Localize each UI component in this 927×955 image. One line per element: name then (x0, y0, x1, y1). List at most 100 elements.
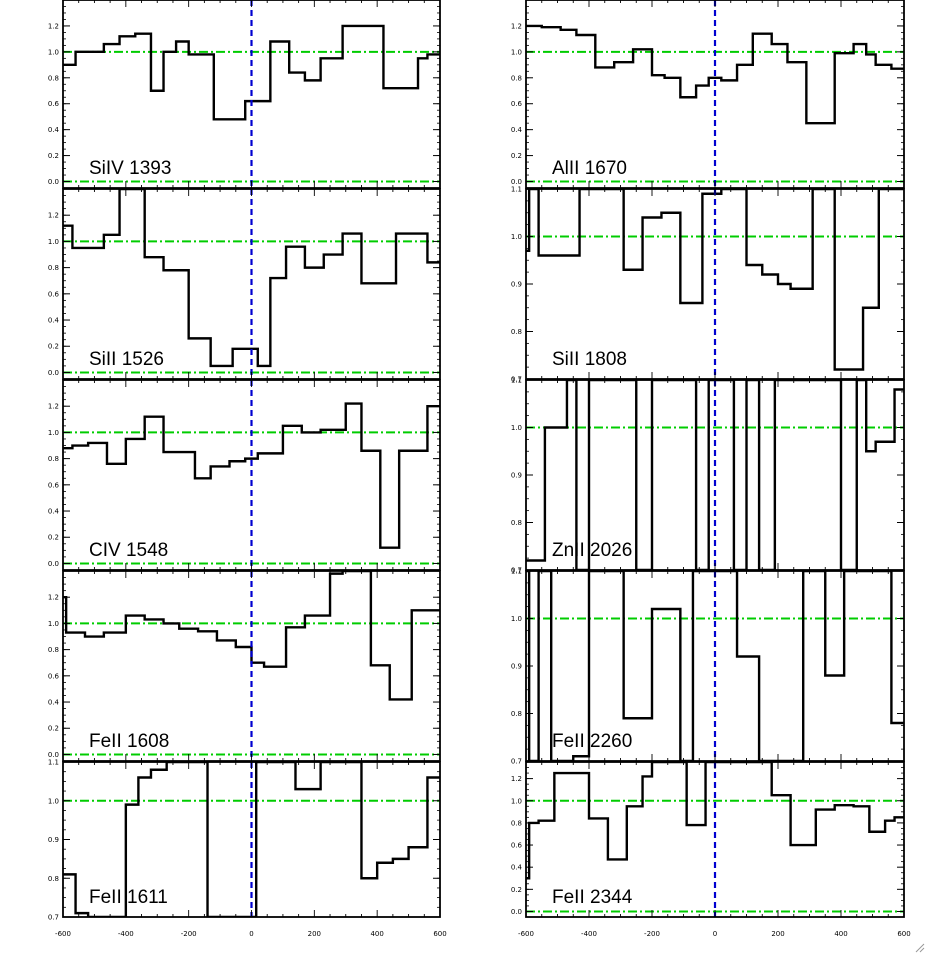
y-tick-label: 0.6 (48, 481, 60, 489)
y-tick-label: 0.2 (48, 725, 59, 733)
flux-step-line (526, 380, 904, 570)
flux-step-line (526, 762, 904, 880)
x-tick-label: 0 (713, 930, 717, 938)
x-tick-label: -600 (518, 930, 534, 938)
resize-grip-icon[interactable] (913, 941, 925, 953)
panel-label: SiII 1526 (89, 349, 164, 370)
y-tick-label: 1.0 (48, 429, 59, 437)
flux-step-line (526, 571, 904, 761)
x-tick-label: 400 (834, 930, 847, 938)
x-tick-label: 600 (897, 930, 910, 938)
x-tick-label: -400 (581, 930, 597, 938)
y-tick-label: 0.0 (48, 369, 59, 377)
y-tick-label: 0.6 (511, 100, 523, 108)
y-tick-label: 0.8 (511, 74, 522, 82)
panel-label: ZnII 2026 (552, 540, 632, 561)
y-tick-label: 1.0 (511, 233, 522, 241)
y-tick-label: 0.8 (511, 819, 522, 827)
y-tick-label: 0.0 (48, 751, 59, 759)
x-tick-label: 200 (308, 930, 321, 938)
flux-step-line (526, 189, 904, 371)
y-tick-label: 1.0 (48, 48, 59, 56)
y-tick-label: 0.2 (48, 534, 59, 542)
y-tick-label: 0.9 (511, 281, 522, 289)
y-tick-label: 1.1 (511, 186, 522, 194)
y-tick-label: 0.2 (48, 152, 59, 160)
y-tick-label: 1.1 (48, 759, 59, 767)
y-tick-label: 0.6 (511, 842, 523, 850)
y-tick-label: 1.1 (511, 568, 522, 576)
y-tick-label: 0.8 (48, 264, 59, 272)
y-tick-label: 0.9 (48, 836, 59, 844)
y-tick-label: 0.8 (48, 455, 59, 463)
y-tick-label: 0.4 (48, 126, 60, 134)
x-tick-label: -200 (181, 930, 197, 938)
y-tick-label: 0.8 (48, 74, 59, 82)
y-tick-label: 0.7 (48, 914, 59, 922)
flux-step-line (63, 189, 440, 368)
y-tick-label: 0.2 (48, 343, 59, 351)
y-tick-label: 0.8 (511, 328, 522, 336)
y-tick-label: 1.0 (48, 797, 59, 805)
y-tick-label: 0.6 (48, 672, 60, 680)
y-tick-label: 1.2 (511, 775, 522, 783)
x-tick-label: -200 (644, 930, 660, 938)
y-tick-label: 0.7 (511, 567, 522, 575)
y-tick-label: 1.1 (511, 377, 522, 385)
y-tick-label: 1.2 (48, 22, 59, 30)
flux-step-line (63, 762, 440, 917)
panel-label: FeII 2260 (552, 731, 632, 752)
y-tick-label: 0.8 (511, 710, 522, 718)
y-tick-label: 1.2 (511, 22, 522, 30)
y-tick-label: 0.8 (48, 875, 59, 883)
y-tick-label: 0.0 (511, 908, 522, 916)
x-tick-label: 400 (370, 930, 383, 938)
flux-step-line (63, 24, 440, 121)
y-tick-label: 1.0 (511, 424, 522, 432)
panel-label: CIV 1548 (89, 540, 168, 561)
y-tick-label: 0.4 (48, 508, 60, 516)
panel-label: AlII 1670 (552, 158, 627, 179)
y-tick-label: 0.4 (48, 317, 60, 325)
y-tick-label: 0.2 (511, 152, 522, 160)
y-tick-label: 0.8 (48, 646, 59, 654)
y-tick-label: 1.2 (48, 403, 59, 411)
flux-step-line (526, 24, 904, 125)
panel-label: SiIV 1393 (89, 158, 171, 179)
y-tick-label: 0.6 (48, 100, 60, 108)
y-tick-label: 0.0 (48, 178, 59, 186)
x-tick-label: 600 (433, 930, 446, 938)
flux-step-line (63, 402, 440, 549)
y-tick-label: 0.4 (511, 126, 523, 134)
y-tick-label: 0.0 (511, 178, 522, 186)
panel-label: FeII 2344 (552, 887, 633, 908)
panel-label: FeII 1608 (89, 731, 169, 752)
y-tick-label: 1.0 (511, 797, 522, 805)
y-tick-label: 1.0 (48, 620, 59, 628)
x-tick-label: 200 (771, 930, 784, 938)
y-tick-label: 0.8 (511, 519, 522, 527)
y-tick-label: 1.0 (511, 615, 522, 623)
panel-label: FeII 1611 (89, 887, 168, 908)
y-tick-label: 0.2 (511, 886, 522, 894)
x-tick-label: 0 (249, 930, 253, 938)
flux-step-line (63, 571, 440, 701)
y-tick-label: 0.4 (511, 864, 523, 872)
y-tick-label: 1.0 (48, 238, 59, 246)
y-tick-label: 0.4 (48, 699, 60, 707)
y-tick-label: 0.6 (48, 290, 60, 298)
y-tick-label: 0.9 (511, 663, 522, 671)
y-tick-label: 1.0 (511, 48, 522, 56)
panel-label: SiII 1808 (552, 349, 627, 370)
